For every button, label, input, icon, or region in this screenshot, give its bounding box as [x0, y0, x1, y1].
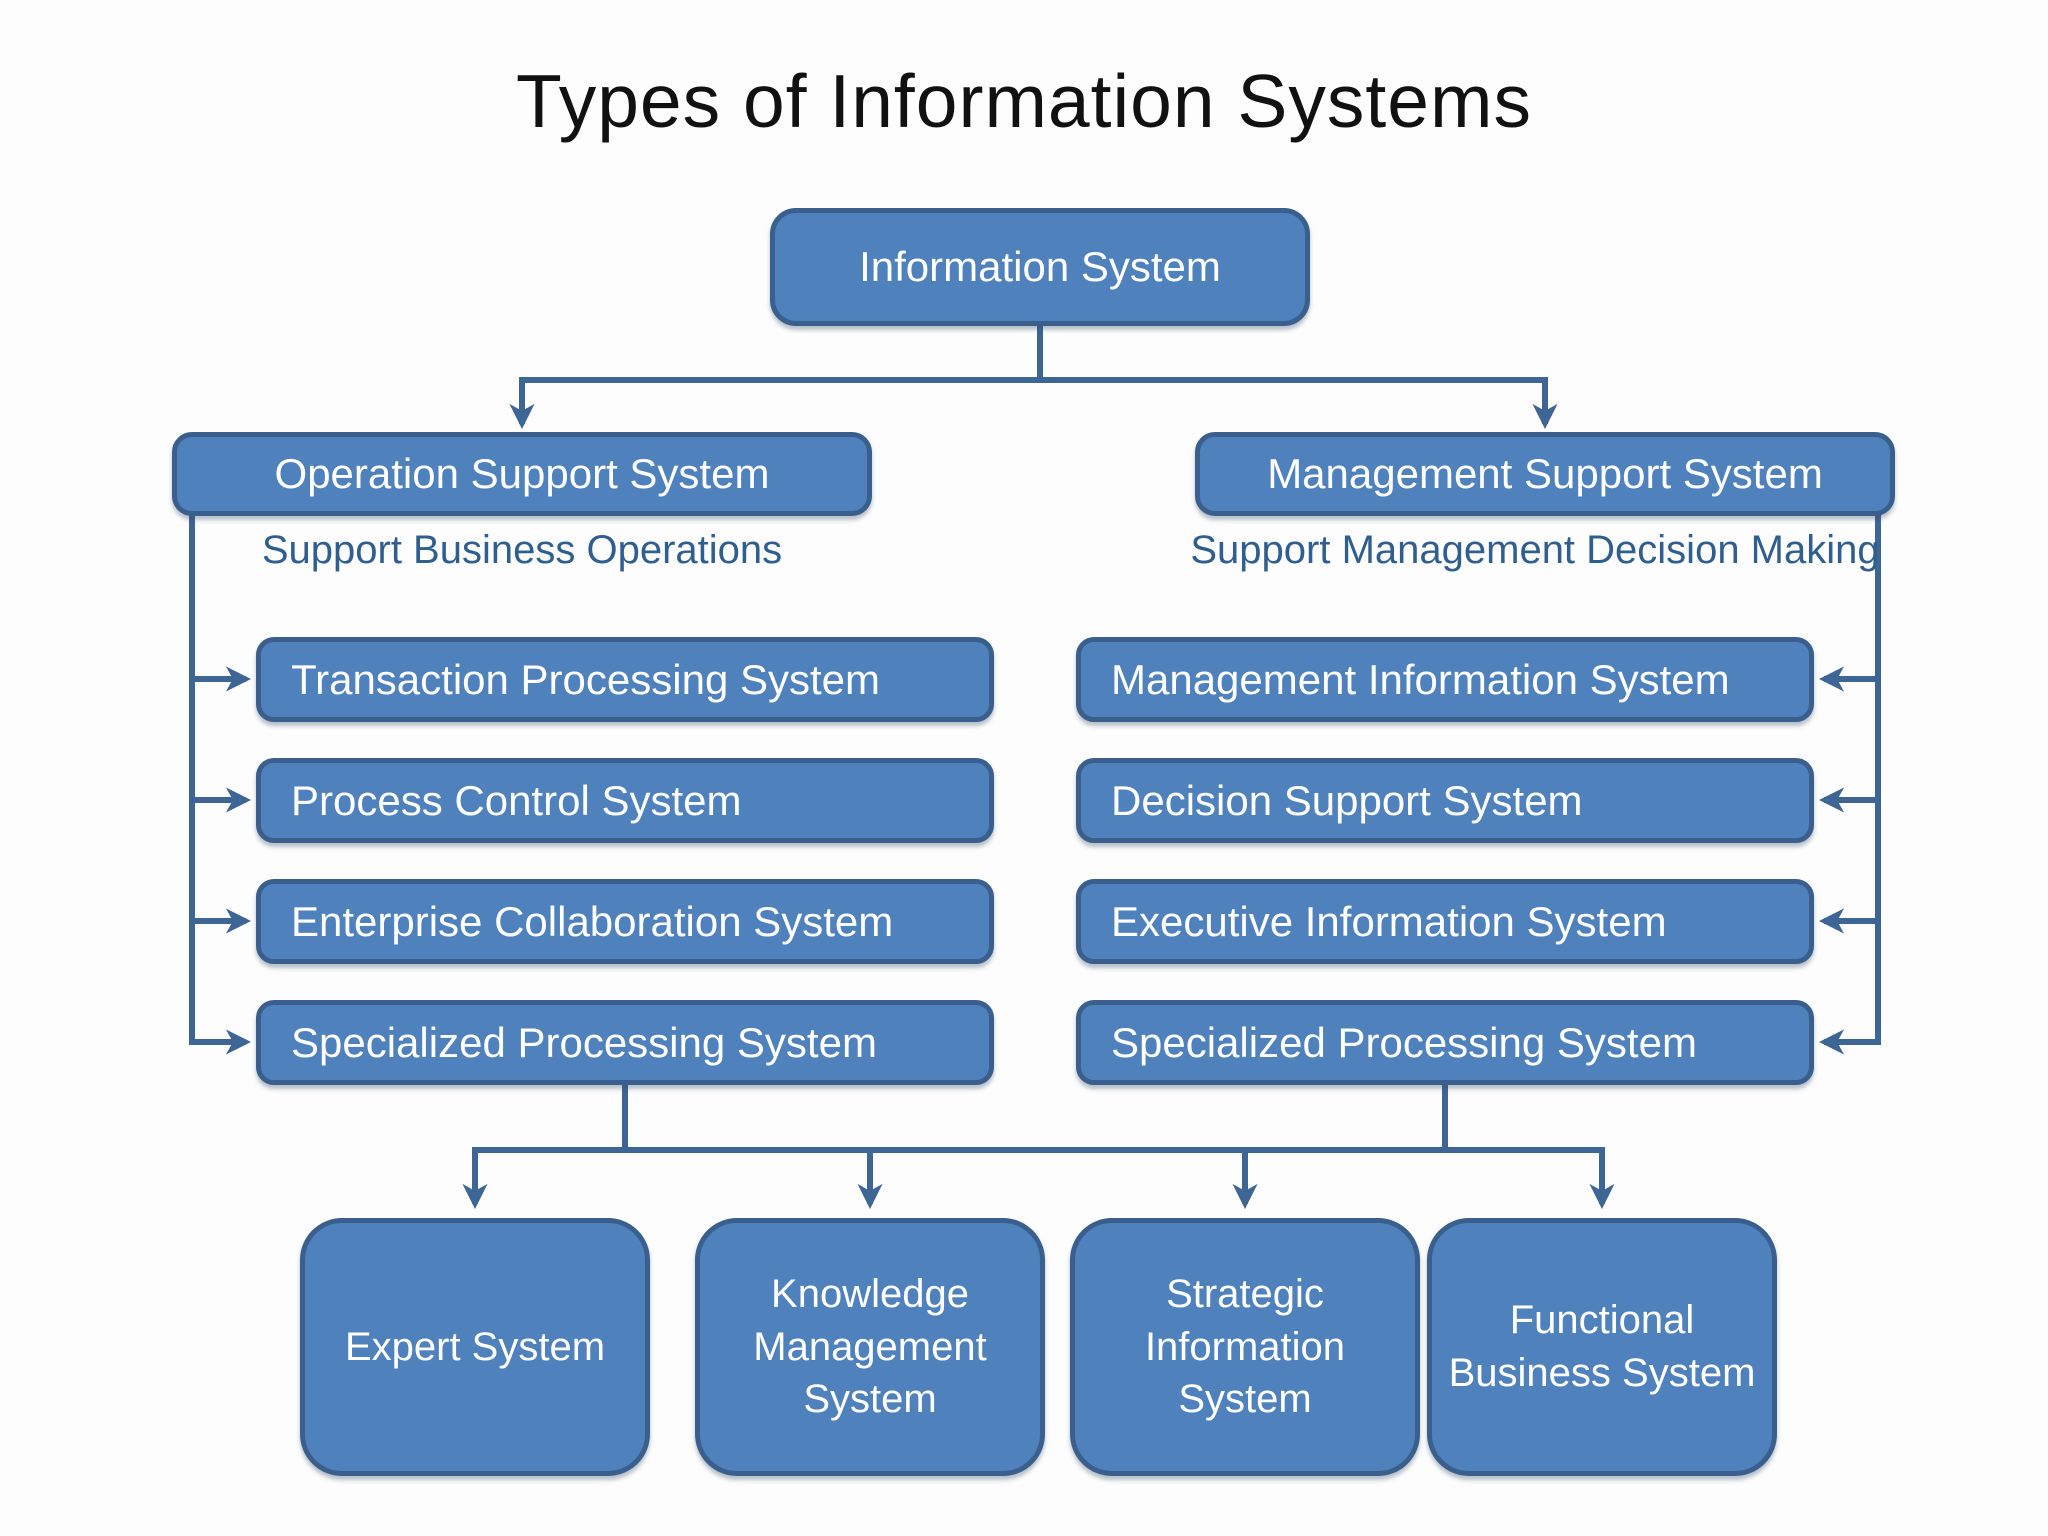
- edge-specialized-to-leaves: [462, 1085, 1615, 1210]
- node-expert-system: Expert System: [300, 1218, 650, 1476]
- node-executive-information-system: Executive Information System: [1076, 879, 1814, 964]
- node-transaction-processing-system: Transaction Processing System: [256, 637, 994, 722]
- node-management-information-system: Management Information System: [1076, 637, 1814, 722]
- node-process-control-system: Process Control System: [256, 758, 994, 843]
- node-knowledge-management-system: Knowledge Management System: [695, 1218, 1045, 1476]
- node-functional-business-system: Functional Business System: [1427, 1218, 1777, 1476]
- node-management-support-system: Management Support System: [1195, 432, 1895, 516]
- node-information-system: Information System: [770, 208, 1310, 326]
- edge-root-to-branches: [509, 326, 1558, 430]
- node-operation-support-system: Operation Support System: [172, 432, 872, 516]
- node-strategic-information-system: Strategic Information System: [1070, 1218, 1420, 1476]
- edge-operation-rail: [189, 514, 252, 1055]
- node-decision-support-system: Decision Support System: [1076, 758, 1814, 843]
- diagram-title: Types of Information Systems: [516, 59, 1532, 143]
- node-specialized-processing-system-left: Specialized Processing System: [256, 1000, 994, 1085]
- edge-management-rail: [1818, 514, 1881, 1055]
- node-specialized-processing-system-right: Specialized Processing System: [1076, 1000, 1814, 1085]
- subtitle-management-support: Support Management Decision Making: [1190, 528, 1880, 572]
- node-enterprise-collaboration-system: Enterprise Collaboration System: [256, 879, 994, 964]
- subtitle-operation-support: Support Business Operations: [261, 528, 783, 572]
